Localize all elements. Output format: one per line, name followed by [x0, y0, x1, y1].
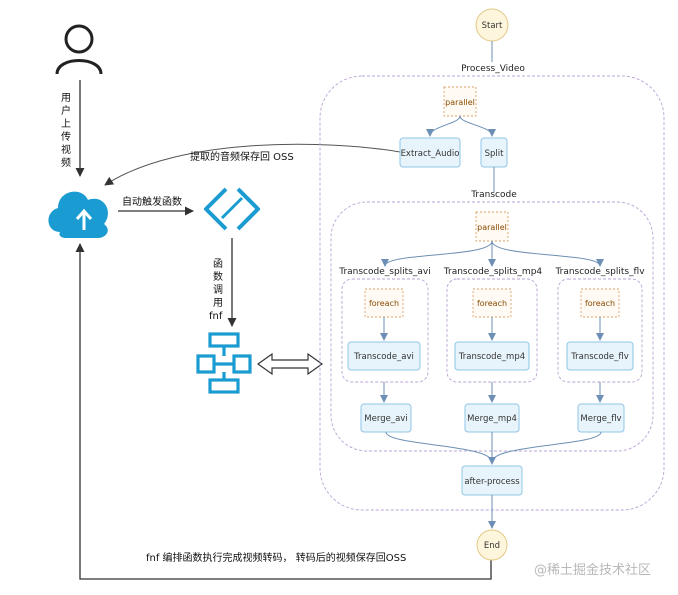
branch-title: Transcode_splits_flv	[554, 267, 645, 277]
invoke-char: 数	[213, 270, 223, 283]
transcode-task-label: Transcode_flv	[570, 352, 629, 362]
branch-avi: Transcode_splits_avi foreach Transcode_a…	[338, 267, 431, 433]
parallel-inner-node	[475, 211, 509, 242]
foreach-label: foreach	[369, 299, 399, 308]
merge-label: Merge_avi	[364, 414, 407, 424]
invoke-char: 调	[213, 284, 223, 296]
foreach-label: foreach	[477, 299, 507, 308]
invoke-char: 函	[213, 258, 223, 270]
double-arrow	[256, 352, 324, 376]
extract-audio-node[interactable]	[399, 137, 461, 168]
transcode-task-node[interactable]	[454, 341, 530, 371]
transcode-task-label: Transcode_mp4	[458, 352, 525, 362]
auto-trigger-label: 自动触发函数	[122, 195, 182, 208]
function-compute-icon	[204, 187, 260, 231]
after-process-label: after-process	[464, 477, 520, 487]
upload-char: 传	[61, 131, 71, 143]
oss-cloud-icon	[48, 191, 109, 238]
edge	[459, 115, 496, 137]
edge	[491, 240, 604, 267]
upload-char: 上	[61, 118, 71, 130]
edge	[491, 431, 602, 463]
invoke-char: fnf	[209, 311, 223, 322]
parallel-inner-label: parallel	[477, 223, 507, 232]
bottom-caption: fnf 编排函数执行完成视频转码， 转码后的视频保存回OSS	[146, 551, 406, 564]
parallel-top-label: parallel	[445, 98, 475, 107]
upload-char: 用	[61, 93, 71, 104]
foreach-label: foreach	[585, 299, 615, 308]
branch-title: Transcode_splits_avi	[338, 267, 430, 277]
process-video-label: Process_Video	[461, 64, 525, 74]
branch-flv: Transcode_splits_flv foreach Transcode_f…	[554, 267, 645, 433]
transcode-task-node[interactable]	[347, 341, 421, 371]
transcode-label: Transcode	[470, 190, 517, 200]
merge-label: Merge_flv	[580, 414, 621, 424]
end-node	[476, 529, 508, 561]
split-label: Split	[485, 149, 505, 159]
start-label: Start	[482, 21, 503, 31]
upload-char: 户	[61, 104, 71, 117]
merge-label: Merge_mp4	[467, 414, 517, 424]
transcode-task-label: Transcode_avi	[353, 352, 414, 362]
audio-save-label: 提取的音频保存回 OSS	[190, 150, 294, 163]
invoke-fnf-label: 函 数 调 用 fnf	[209, 258, 223, 322]
invoke-char: 用	[213, 298, 223, 309]
branch-mp4: Transcode_splits_mp4 foreach Transcode_m…	[443, 267, 543, 433]
user-icon	[55, 24, 103, 75]
edge	[381, 240, 493, 267]
save-back-line	[75, 243, 492, 580]
fnf-flow-icon	[196, 332, 252, 394]
transcode-group	[330, 201, 654, 452]
upload-char: 频	[61, 156, 71, 169]
branch-title: Transcode_splits_mp4	[443, 267, 543, 277]
edge	[385, 431, 493, 463]
end-label: End	[484, 541, 500, 551]
upload-video-label: 用 户 上 传 视 频	[61, 93, 71, 169]
extract-audio-label: Extract_Audio	[401, 149, 460, 159]
foreach-node	[472, 288, 512, 318]
audio-save-arrow	[104, 143, 401, 186]
branch-group	[446, 278, 538, 383]
foreach-node	[364, 288, 404, 318]
watermark: @稀土掘金技术社区	[534, 562, 651, 578]
branch-group	[341, 278, 429, 383]
upload-char: 视	[61, 143, 71, 156]
edge	[426, 115, 461, 137]
transcode-task-node[interactable]	[566, 341, 634, 371]
foreach-node	[580, 288, 620, 318]
